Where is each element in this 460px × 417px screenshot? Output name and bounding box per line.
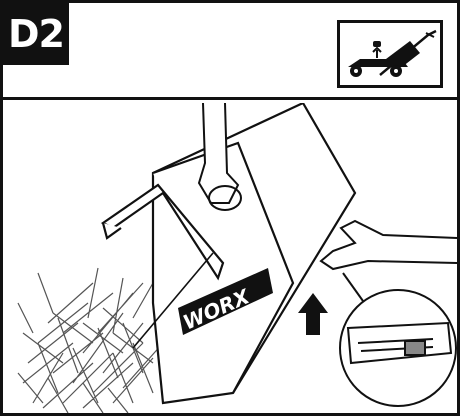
step-label: D2 [3,3,69,65]
mower-bag-icon [337,20,443,88]
detail-callout [340,273,456,406]
panel-header: D2 [0,0,460,100]
emptying-grass-bag-illustration: WORX [3,103,457,413]
grass-clippings [18,268,163,413]
hand-supporting-bag [321,221,457,269]
grass-bag [103,103,355,403]
up-arrow-icon [298,293,328,335]
